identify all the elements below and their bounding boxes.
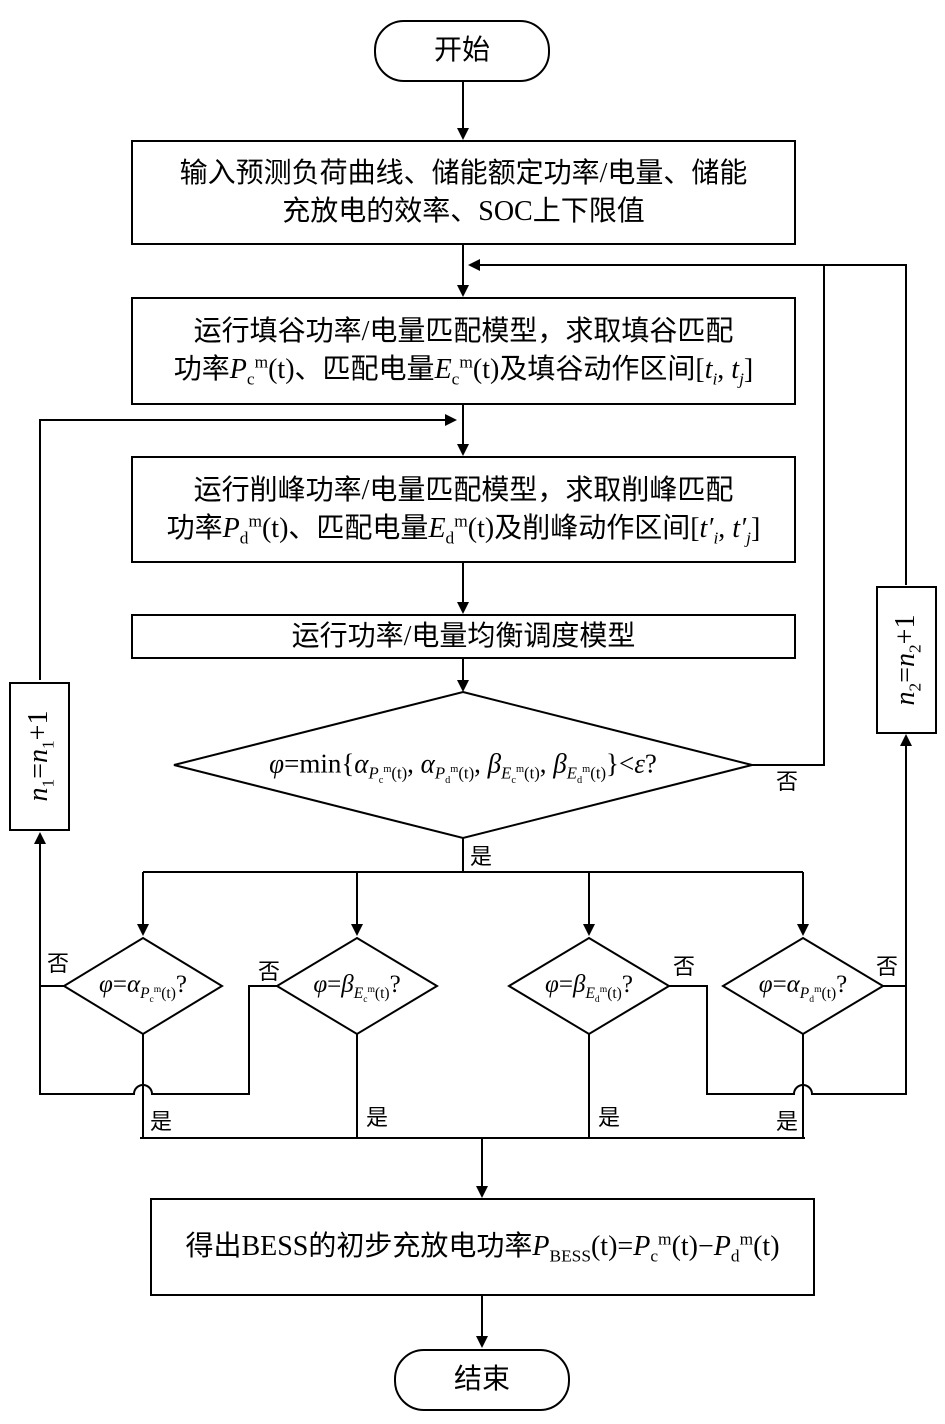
loop-n1-to-peak	[39, 414, 457, 680]
decision-alpha-pd: φ=αPdm(t)?	[758, 970, 848, 1006]
d4-no-label: 否	[876, 954, 899, 979]
valley-match-box: 运行填谷功率/电量匹配模型，求取填谷匹配 功率Pcm(t)、匹配电量Ecm(t)…	[131, 297, 796, 405]
d1-yes-label: 是	[150, 1109, 173, 1134]
loop-n2-to-valley	[824, 264, 907, 585]
input-box: 输入预测负荷曲线、储能额定功率/电量、储能 充放电的效率、SOC上下限值	[131, 140, 796, 245]
peak-line-1: 运行削峰功率/电量匹配模型，求取削峰匹配	[193, 474, 734, 506]
end-terminal: 结束	[394, 1349, 570, 1411]
balance-dispatch-box: 运行功率/电量均衡调度模型	[131, 614, 796, 659]
decision-alpha-pc: φ=αPcm(t)?	[98, 970, 188, 1006]
n2-increment-label: n2=n2+1	[890, 614, 925, 706]
d4-no-line	[883, 734, 912, 987]
decision-beta-ed: φ=βEdm(t)?	[545, 970, 633, 1006]
main-decision-text: φ=min{αPcm(t), αPdm(t), βEcm(t), βEdm(t)…	[269, 748, 657, 787]
n1-increment-label: n1=n1+1	[23, 710, 58, 802]
balance-label: 运行功率/电量均衡调度模型	[291, 620, 636, 652]
start-label: 开始	[433, 35, 490, 67]
input-line-1: 输入预测负荷曲线、储能额定功率/电量、储能	[179, 157, 748, 189]
result-box: 得出BESS的初步充放电功率PBESS(t)=Pcm(t)−Pdm(t)	[150, 1198, 815, 1296]
input-line-2: 充放电的效率、SOC上下限值	[282, 195, 645, 227]
d2-no-line	[39, 985, 277, 1095]
d4-yes-label: 是	[776, 1109, 799, 1134]
main-decision-shape	[173, 690, 753, 840]
d3-no-label: 否	[673, 954, 696, 979]
result-label: 得出BESS的初步充放电功率PBESS(t)=Pcm(t)−Pdm(t)	[185, 1229, 780, 1266]
valley-line-1: 运行填谷功率/电量匹配模型，求取填谷匹配	[193, 316, 734, 348]
peak-match-box: 运行削峰功率/电量匹配模型，求取削峰匹配 功率Pdm(t)、匹配电量Edm(t)…	[131, 456, 796, 563]
d1-no-label: 否	[47, 951, 70, 976]
d3-yes-label: 是	[598, 1105, 621, 1130]
peak-line-2: 功率Pdm(t)、匹配电量Edm(t)及削峰动作区间[t′i, t′j]	[166, 511, 761, 548]
main-yes-label: 是	[470, 844, 493, 869]
d2-no-label: 否	[258, 959, 281, 984]
d2-yes-label: 是	[366, 1105, 389, 1130]
decision-beta-ec: φ=βEcm(t)?	[313, 970, 401, 1006]
n1-increment-box	[9, 682, 70, 831]
d3-no-line	[669, 985, 907, 1095]
loop-no-to-valley	[468, 259, 825, 766]
start-terminal: 开始	[374, 20, 550, 82]
main-no-label: 否	[776, 769, 799, 794]
valley-line-2: 功率Pcm(t)、匹配电量Ecm(t)及填谷动作区间[ti, tj]	[173, 352, 754, 389]
end-label: 结束	[453, 1364, 510, 1396]
n2-increment-box	[876, 586, 937, 734]
